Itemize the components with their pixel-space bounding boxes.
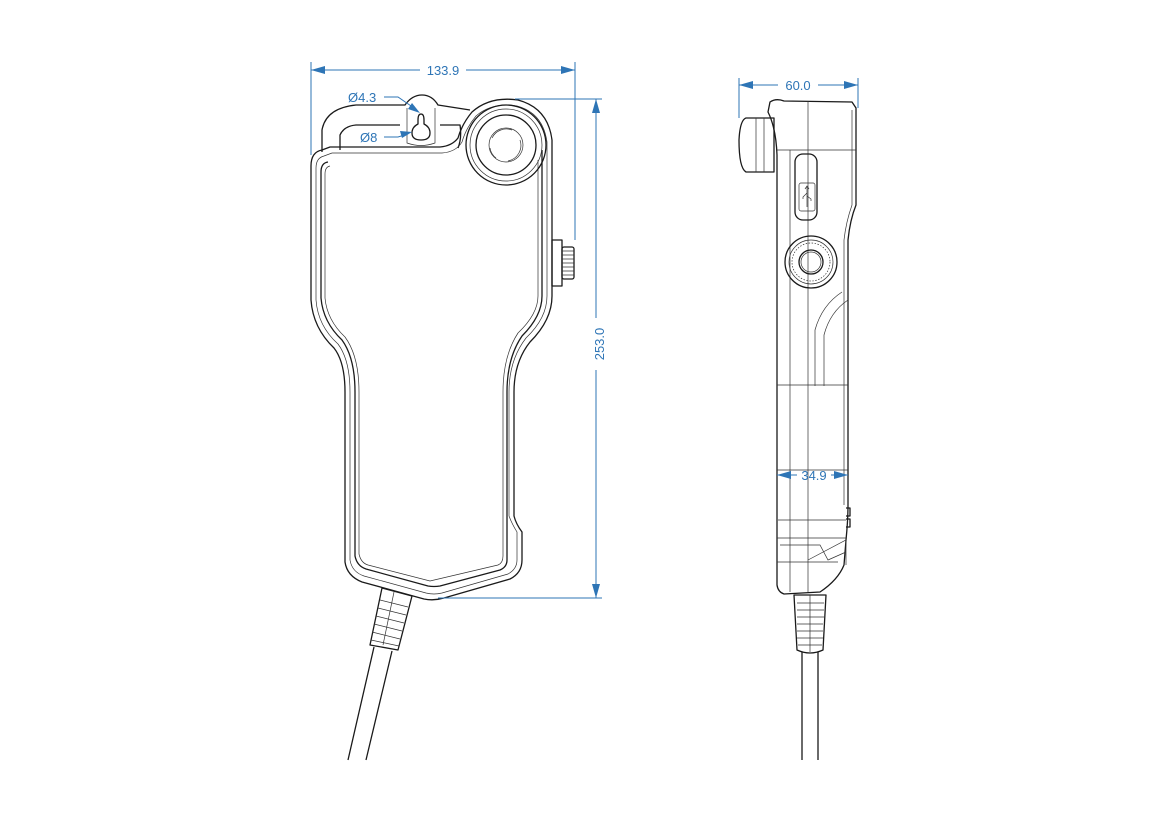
screen-bezel: [320, 150, 543, 588]
side-cable-strain-relief: [793, 594, 827, 654]
screen-edge: [324, 160, 539, 582]
front-dimensions: 133.9 253.0 Ø4.3 Ø8: [310, 62, 607, 599]
usb-port: [794, 153, 818, 221]
side-estop-profile: [738, 117, 775, 173]
side-knob: [551, 239, 575, 287]
encoder-wheel: [784, 235, 838, 289]
cable-strain-relief: [369, 587, 413, 651]
hanging-handle: [321, 94, 471, 152]
front-view: [310, 94, 575, 761]
height-dimension: 253.0: [592, 328, 607, 361]
emergency-stop-button: [465, 104, 547, 186]
keyhole-boss: [406, 108, 436, 146]
cable: [347, 646, 393, 761]
grip-dimension: 34.9: [801, 468, 826, 483]
hole-small-dimension: Ø4.3: [348, 90, 376, 105]
body-rim: [315, 104, 548, 595]
width-dimension: 133.9: [427, 63, 460, 78]
body-outer: [310, 98, 553, 601]
depth-dimension: 60.0: [785, 78, 810, 93]
side-dimensions: 60.0 34.9: [738, 78, 859, 483]
side-cable: [801, 652, 819, 760]
side-view: [738, 99, 857, 760]
keyhole: [411, 113, 431, 141]
usb-icon: [802, 185, 812, 207]
hole-large-dimension: Ø8: [360, 130, 377, 145]
